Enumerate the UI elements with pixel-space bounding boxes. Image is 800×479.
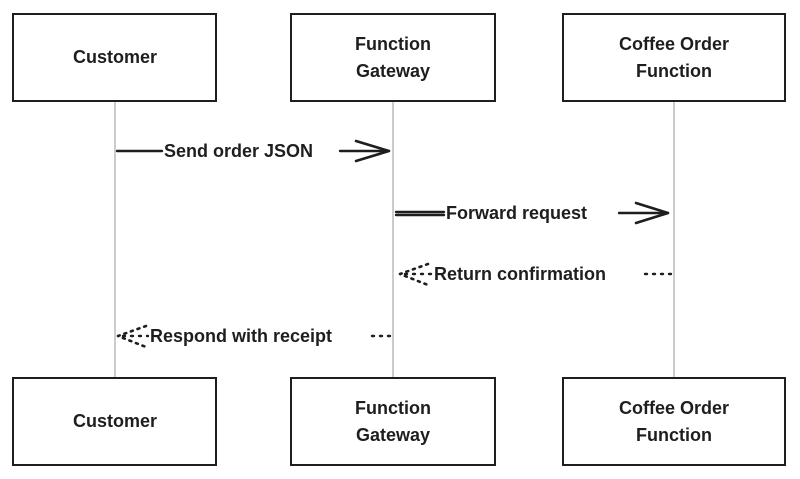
actor-label: Coffee Order	[619, 34, 729, 54]
message-label: Return confirmation	[434, 264, 606, 284]
actor-coffee-top: Coffee Order Function	[562, 13, 786, 102]
actor-gateway-bottom: Function Gateway	[290, 377, 496, 466]
actor-label: Gateway	[356, 425, 430, 445]
actor-customer-bottom: Customer	[12, 377, 217, 466]
arrowhead-icon	[634, 201, 670, 225]
actor-label: Gateway	[356, 61, 430, 81]
lifelines	[114, 101, 675, 378]
message-label: Send order JSON	[164, 141, 313, 161]
actor-label: Function	[355, 34, 431, 54]
message-label: Respond with receipt	[150, 326, 332, 346]
actor-label: Function	[636, 61, 712, 81]
actor-label: Coffee Order	[619, 398, 729, 418]
actor-customer-top: Customer	[12, 13, 217, 102]
message-return-confirmation: Return confirmation	[398, 262, 674, 287]
message-label: Forward request	[446, 203, 587, 223]
actor-label: Function	[636, 425, 712, 445]
actor-label: Customer	[73, 411, 157, 431]
actor-label: Customer	[73, 47, 157, 67]
arrowhead-icon	[398, 262, 430, 287]
message-forward-request: Forward request	[394, 201, 670, 225]
actor-coffee-bottom: Coffee Order Function	[562, 377, 786, 466]
arrowhead-icon	[354, 139, 391, 163]
actor-gateway-top: Function Gateway	[290, 13, 496, 102]
message-send-order: Send order JSON	[115, 139, 391, 163]
message-respond-receipt: Respond with receipt	[116, 324, 393, 349]
actor-label: Function	[355, 398, 431, 418]
arrowhead-icon	[116, 324, 148, 349]
